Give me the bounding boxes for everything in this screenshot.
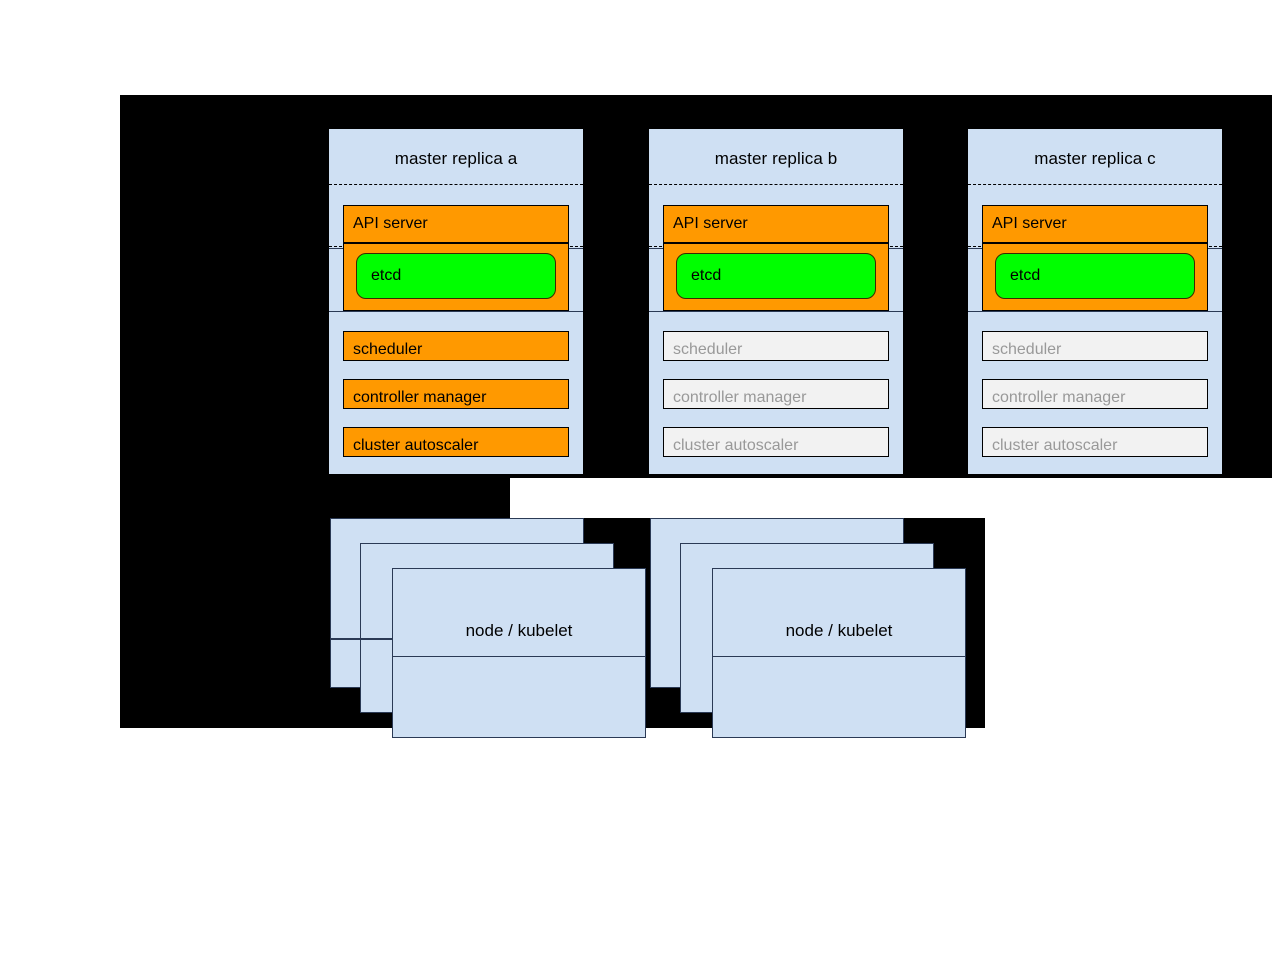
node-stack-2[interactable]: node / kubelet — [650, 518, 980, 738]
master-replica-c-title: master replica c — [1034, 149, 1156, 168]
master-replica-c[interactable]: master replica c API server etcd schedul… — [968, 129, 1222, 474]
master-c-etcd[interactable]: etcd — [995, 253, 1195, 299]
master-replica-a[interactable]: master replica a API server etcd schedul… — [329, 129, 583, 474]
replica-a-solid-rule-lower — [329, 311, 583, 312]
node-stack-1-edge-spur — [330, 638, 396, 640]
replica-c-dashed-rule-top — [968, 184, 1222, 185]
master-a-api-server[interactable]: API server — [343, 205, 569, 243]
master-b-etcd-container[interactable]: etcd — [663, 243, 889, 311]
master-a-cluster-autoscaler[interactable]: cluster autoscaler — [343, 427, 569, 457]
master-b-etcd[interactable]: etcd — [676, 253, 876, 299]
master-replica-b[interactable]: master replica b API server etcd schedul… — [649, 129, 903, 474]
master-replica-b-title: master replica b — [714, 149, 838, 168]
master-c-scheduler[interactable]: scheduler — [982, 331, 1208, 361]
replica-b-dashed-rule-top — [649, 184, 903, 185]
master-a-etcd-container[interactable]: etcd — [343, 243, 569, 311]
master-b-api-server[interactable]: API server — [663, 205, 889, 243]
replica-b-solid-rule-lower — [649, 311, 903, 312]
backdrop-middle-band — [120, 478, 510, 518]
master-c-controller-manager[interactable]: controller manager — [982, 379, 1208, 409]
master-b-controller-manager[interactable]: controller manager — [663, 379, 889, 409]
master-b-cluster-autoscaler[interactable]: cluster autoscaler — [663, 427, 889, 457]
master-c-api-server[interactable]: API server — [982, 205, 1208, 243]
master-a-etcd[interactable]: etcd — [356, 253, 556, 299]
node-stack-2-divider — [713, 656, 965, 657]
replica-c-solid-rule-lower — [968, 311, 1222, 312]
node-stack-2-label: node / kubelet — [785, 621, 893, 640]
node-stack-1[interactable]: node / kubelet — [330, 518, 660, 738]
master-b-scheduler[interactable]: scheduler — [663, 331, 889, 361]
node-card-front[interactable]: node / kubelet — [392, 568, 646, 738]
node-stack-1-divider — [393, 656, 645, 657]
master-replica-a-title: master replica a — [394, 149, 518, 168]
master-a-controller-manager[interactable]: controller manager — [343, 379, 569, 409]
master-c-cluster-autoscaler[interactable]: cluster autoscaler — [982, 427, 1208, 457]
replica-a-dashed-rule-top — [329, 184, 583, 185]
master-c-etcd-container[interactable]: etcd — [982, 243, 1208, 311]
node-card-front[interactable]: node / kubelet — [712, 568, 966, 738]
master-a-scheduler[interactable]: scheduler — [343, 331, 569, 361]
node-stack-1-label: node / kubelet — [465, 621, 573, 640]
